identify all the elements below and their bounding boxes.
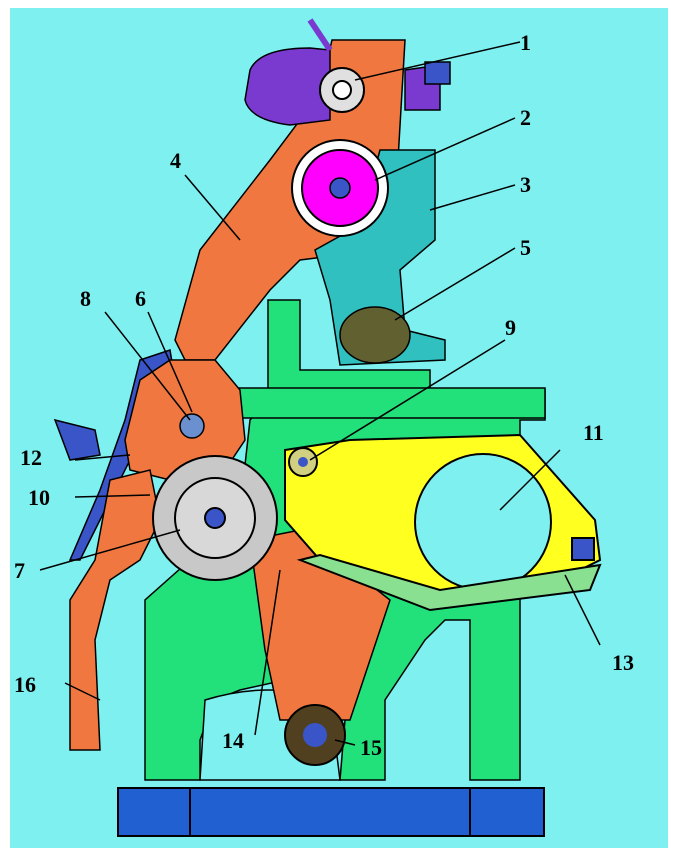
label-14: 14 [222,728,244,753]
label-4: 4 [170,148,181,173]
label-10: 10 [28,485,50,510]
label-9: 9 [505,315,516,340]
drum-8 [180,414,204,438]
label-5: 5 [520,235,531,260]
label-3: 3 [520,172,531,197]
label-8: 8 [80,286,91,311]
label-12: 12 [20,445,42,470]
label-6: 6 [135,286,146,311]
roller-2 [292,140,388,236]
roller-9 [289,448,317,476]
roller-15 [285,705,345,765]
label-16: 16 [14,672,36,697]
label-15: 15 [360,735,382,760]
label-2: 2 [520,105,531,130]
drum-7 [153,456,277,580]
machine-base [118,788,544,836]
label-11: 11 [583,420,604,445]
label-1: 1 [520,30,531,55]
label-7: 7 [14,558,25,583]
label-13: 13 [612,650,634,675]
roller-1 [320,68,364,112]
